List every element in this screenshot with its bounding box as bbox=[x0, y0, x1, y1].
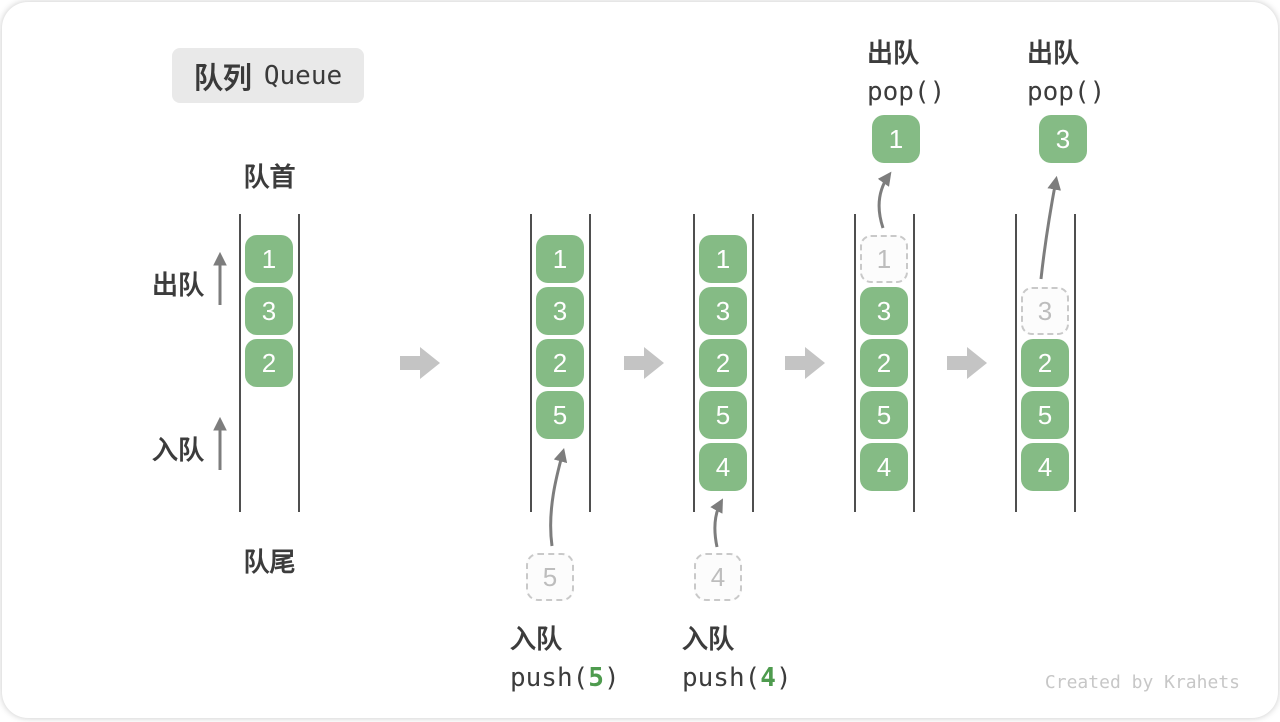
queue-state-1: 1 3 2 bbox=[239, 214, 300, 512]
label-dequeue: 出队 bbox=[152, 270, 205, 300]
fn-arg: 5 bbox=[588, 663, 604, 693]
title-en: Queue bbox=[263, 60, 343, 91]
removed-element-placeholder: 3 bbox=[1021, 287, 1069, 335]
watermark: Created by Krahets bbox=[1044, 672, 1240, 693]
queue-element: 1 bbox=[536, 235, 584, 283]
incoming-value-box: 5 bbox=[526, 553, 574, 601]
label-queue-front: 队首 bbox=[243, 162, 296, 192]
queue-element: 4 bbox=[860, 443, 908, 491]
queue-element: 5 bbox=[536, 391, 584, 439]
op-pop2-zh: 出队 bbox=[1027, 38, 1080, 68]
op-push4-caption: 入队 push(4) bbox=[682, 619, 792, 693]
queue-element: 2 bbox=[536, 339, 584, 387]
op-push5-zh: 入队 bbox=[510, 624, 563, 654]
op-push4-zh: 入队 bbox=[682, 624, 735, 654]
queue-element: 1 bbox=[699, 235, 747, 283]
popped-value-box: 1 bbox=[872, 115, 920, 163]
title-box: 队列 Queue bbox=[172, 48, 364, 103]
transition-arrow-icon bbox=[947, 347, 987, 379]
fn-arg: 4 bbox=[760, 663, 776, 693]
queue-element: 3 bbox=[536, 287, 584, 335]
fn-open: push( bbox=[682, 663, 761, 693]
incoming-value-box: 4 bbox=[694, 553, 742, 601]
fn-close: ) bbox=[603, 663, 620, 693]
transition-arrow-icon bbox=[785, 347, 825, 379]
queue-element: 4 bbox=[699, 443, 747, 491]
queue-element: 2 bbox=[860, 339, 908, 387]
popped-value-box: 3 bbox=[1039, 115, 1087, 163]
queue-element: 2 bbox=[245, 339, 293, 387]
queue-element: 5 bbox=[699, 391, 747, 439]
op-pop1-caption: 出队 pop() bbox=[867, 33, 945, 107]
queue-element: 5 bbox=[1021, 391, 1069, 439]
queue-element: 3 bbox=[245, 287, 293, 335]
queue-state-3: 1 3 2 5 4 bbox=[693, 214, 754, 512]
removed-element-placeholder: 1 bbox=[860, 235, 908, 283]
fn-close: ) bbox=[775, 663, 792, 693]
queue-element: 2 bbox=[699, 339, 747, 387]
queue-state-2: 1 3 2 5 bbox=[530, 214, 591, 512]
transition-arrow-icon bbox=[400, 347, 440, 379]
op-pop2-caption: 出队 pop() bbox=[1027, 33, 1105, 107]
op-push5-caption: 入队 push(5) bbox=[510, 619, 620, 693]
label-queue-rear: 队尾 bbox=[243, 547, 296, 577]
queue-element: 4 bbox=[1021, 443, 1069, 491]
op-pop2-code: pop() bbox=[1027, 77, 1106, 107]
label-enqueue: 入队 bbox=[152, 435, 205, 465]
op-pop1-zh: 出队 bbox=[867, 38, 920, 68]
op-push5-code: push(5) bbox=[510, 663, 620, 693]
op-push4-code: push(4) bbox=[682, 663, 792, 693]
transition-arrow-icon bbox=[624, 347, 664, 379]
queue-state-4: 1 3 2 5 4 bbox=[854, 214, 915, 512]
op-pop1-code: pop() bbox=[867, 77, 946, 107]
queue-element: 5 bbox=[860, 391, 908, 439]
title-zh: 队列 bbox=[193, 62, 252, 95]
queue-element: 2 bbox=[1021, 339, 1069, 387]
queue-state-5: 3 2 5 4 bbox=[1015, 214, 1076, 512]
queue-element: 3 bbox=[860, 287, 908, 335]
fn-open: push( bbox=[510, 663, 589, 693]
queue-element: 3 bbox=[699, 287, 747, 335]
queue-element: 1 bbox=[245, 235, 293, 283]
